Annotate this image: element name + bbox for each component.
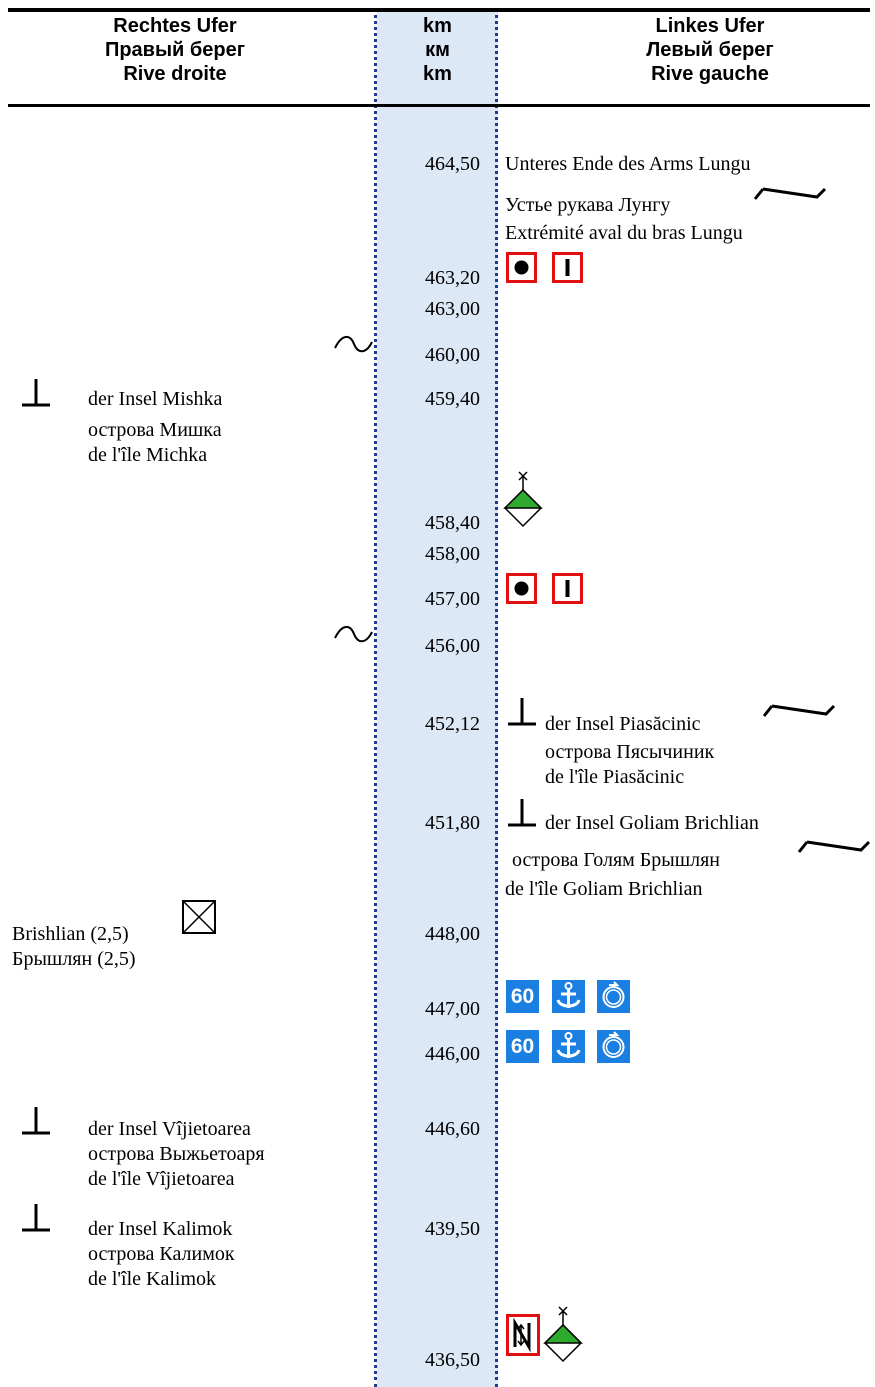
red-bar-sign-icon (552, 573, 583, 604)
island-end-icon (20, 1103, 52, 1139)
km-value: 463,00 (425, 298, 480, 320)
brishlian-label-ru: Брышлян (2,5) (12, 948, 136, 970)
vijietoarea-de: der Insel Vîjietoarea (88, 1118, 251, 1140)
km-value: 464,50 (425, 153, 480, 175)
anchor-icon (552, 980, 585, 1013)
header-km-ru: км (425, 39, 450, 61)
kalimok-de: der Insel Kalimok (88, 1218, 233, 1240)
header-left-bank: Linkes Ufer Левый берег Rive gauche (560, 14, 860, 86)
km-value: 451,80 (425, 812, 480, 834)
anchor-icon (552, 1030, 585, 1063)
piasacinic-ru: острова Пясычиник (545, 741, 715, 763)
kalimok-ru: острова Калимок (88, 1243, 235, 1265)
island-end-icon (20, 375, 52, 411)
turning-area-icon (597, 1030, 630, 1063)
km-value: 446,60 (425, 1118, 480, 1140)
ferry-cable-icon (751, 183, 827, 207)
island-end-icon (506, 694, 538, 730)
km-column-left-border (374, 8, 377, 1387)
km-value: 452,12 (425, 713, 480, 735)
header-right-bank-de: Rechtes Ufer (113, 15, 237, 37)
cable-wave-icon (332, 624, 374, 646)
header-km-fr: km (423, 63, 452, 85)
red-dot-sign-icon (506, 252, 537, 283)
kalimok-fr: de l'île Kalimok (88, 1268, 217, 1290)
km-value: 456,00 (425, 635, 480, 657)
km-value: 459,40 (425, 388, 480, 410)
vijietoarea-fr: de l'île Vîjietoarea (88, 1168, 235, 1190)
km-value: 436,50 (425, 1349, 480, 1371)
header-km-de: km (423, 15, 452, 37)
header-top-rule (8, 8, 870, 12)
km-value: 448,00 (425, 923, 480, 945)
header-km: km км km (377, 14, 498, 86)
km-column-right-border (495, 8, 498, 1387)
speed-limit-icon: 60 (506, 1030, 539, 1063)
red-bar-sign-icon (552, 252, 583, 283)
header-bottom-rule (8, 104, 870, 107)
island-end-icon (20, 1200, 52, 1236)
mishka-ru: острова Мишка (88, 419, 222, 441)
ferry-cable-icon (760, 700, 836, 724)
speed-limit-icon: 60 (506, 980, 539, 1013)
green-buoy-icon (543, 1305, 583, 1369)
speed-limit-value: 60 (510, 1035, 535, 1058)
km-value: 458,40 (425, 512, 480, 534)
bridge-box-icon (181, 899, 217, 935)
goliam-de: der Insel Goliam Brichlian (545, 812, 759, 834)
red-dot-sign-icon (506, 573, 537, 604)
km-value: 457,00 (425, 588, 480, 610)
goliam-fr: de l'île Goliam Brichlian (505, 878, 703, 900)
lungu-fr: Extrémité aval du bras Lungu (505, 222, 743, 244)
header-left-bank-ru: Левый берег (646, 39, 774, 61)
header-left-bank-fr: Rive gauche (651, 63, 769, 85)
header-right-bank-ru: Правый берег (104, 39, 246, 61)
vijietoarea-ru: острова Выжьетоаря (88, 1143, 265, 1165)
green-buoy-icon (503, 470, 543, 534)
island-end-icon (506, 795, 538, 831)
header-left-bank-de: Linkes Ufer (655, 15, 765, 37)
km-value: 439,50 (425, 1218, 480, 1240)
brishlian-label: Brishlian (2,5) (12, 923, 129, 945)
goliam-ru: острова Голям Брышлян (512, 849, 720, 871)
km-value: 463,20 (425, 267, 480, 289)
no-passing-icon (506, 1314, 540, 1356)
header-right-bank: Rechtes Ufer Правый берег Rive droite (20, 14, 330, 86)
piasacinic-fr: de l'île Piasăcinic (545, 766, 685, 788)
speed-limit-value: 60 (510, 985, 535, 1008)
turning-area-icon (597, 980, 630, 1013)
cable-wave-icon (332, 334, 374, 356)
km-value: 447,00 (425, 998, 480, 1020)
ferry-cable-icon (795, 836, 871, 860)
piasacinic-de: der Insel Piasăcinic (545, 713, 701, 735)
km-value: 460,00 (425, 344, 480, 366)
mishka-fr: de l'île Michka (88, 444, 208, 466)
km-value: 446,00 (425, 1043, 480, 1065)
lungu-de: Unteres Ende des Arms Lungu (505, 153, 751, 175)
km-column (377, 8, 498, 1387)
km-value: 458,00 (425, 543, 480, 565)
mishka-de: der Insel Mishka (88, 388, 223, 410)
lungu-ru: Устье рукава Лунгу (505, 194, 671, 216)
header-right-bank-fr: Rive droite (123, 63, 227, 85)
